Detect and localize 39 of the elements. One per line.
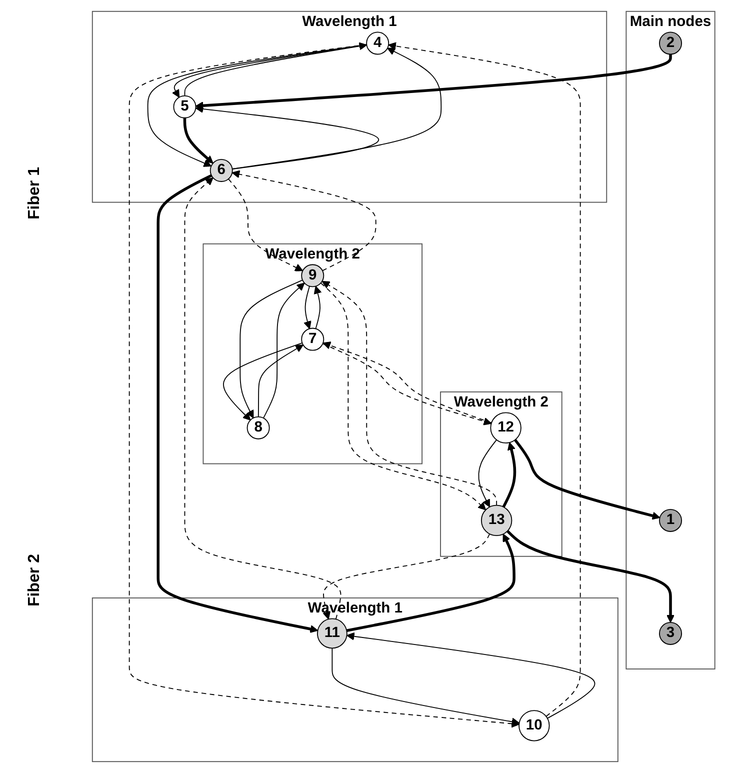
arrow — [232, 170, 377, 272]
arrow — [258, 344, 304, 418]
arrow — [184, 118, 214, 164]
arrow — [223, 342, 304, 420]
arrow — [332, 648, 520, 726]
arrow — [506, 530, 675, 623]
arrow — [263, 282, 306, 418]
node-circle: 8 — [247, 416, 270, 440]
node-circle: 13 — [481, 504, 513, 536]
arrow — [196, 54, 672, 110]
node-circle: 3 — [659, 622, 682, 645]
node-circle: 1 — [659, 508, 682, 532]
node-circle: 11 — [317, 618, 348, 649]
arrow — [514, 438, 661, 520]
node-circle: 12 — [490, 412, 522, 444]
axis-label: Fiber 2 — [26, 554, 44, 606]
arrow — [304, 286, 312, 330]
arrow — [232, 48, 442, 170]
arrow — [240, 280, 304, 418]
arrow — [228, 178, 304, 272]
node-circle: 7 — [302, 328, 324, 351]
arrow — [196, 104, 380, 170]
arrow — [323, 533, 490, 620]
arrow — [502, 442, 516, 508]
node-circle: 6 — [210, 158, 234, 182]
node-circle: 5 — [174, 95, 197, 118]
arrow — [346, 632, 596, 719]
node-circle: 9 — [302, 264, 324, 288]
arrow — [129, 44, 520, 728]
arrow — [184, 177, 342, 620]
axis-label: Fiber 1 — [26, 167, 44, 220]
arrow — [478, 439, 498, 508]
arrow — [388, 42, 582, 717]
arrow — [346, 534, 516, 632]
arrow — [157, 174, 318, 634]
node-circle: 4 — [366, 32, 390, 55]
arrow — [314, 286, 322, 330]
node-circle: 10 — [518, 710, 550, 742]
node-circle: 2 — [659, 32, 682, 55]
